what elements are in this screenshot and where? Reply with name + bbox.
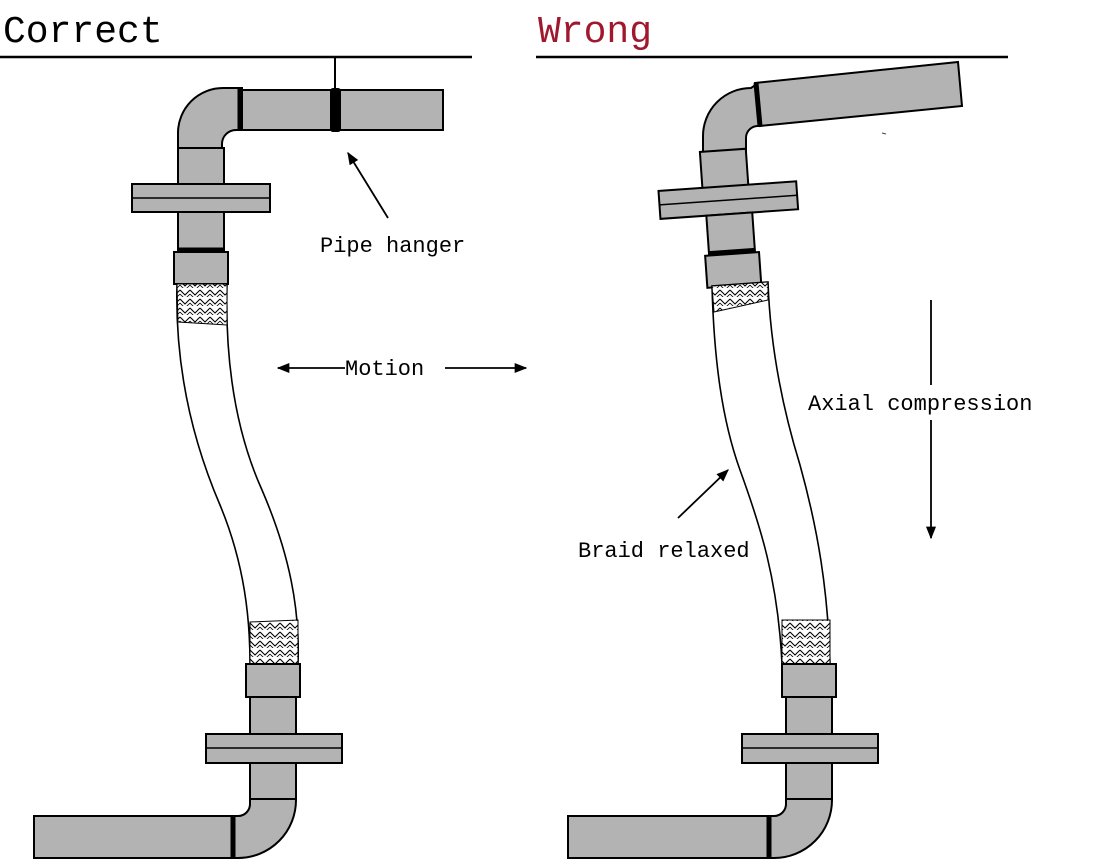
bottom-elbow bbox=[231, 798, 297, 859]
hanger-clamp bbox=[330, 88, 341, 132]
wrong-top-braid bbox=[711, 281, 769, 313]
wrong-top-pipe bbox=[753, 60, 964, 128]
wrong-top-elbow bbox=[702, 82, 762, 156]
bottom-stub-pipe bbox=[249, 762, 297, 800]
braid-relaxed-label: Braid relaxed bbox=[578, 539, 750, 564]
wrong-top-nipple-weld bbox=[708, 247, 756, 257]
correct-flex-hose bbox=[176, 283, 300, 665]
wrong-bottom-braid bbox=[781, 619, 831, 665]
axial-compression-label: Axial compression bbox=[808, 392, 1032, 417]
top-nipple bbox=[177, 211, 225, 253]
bottom-nipple bbox=[249, 696, 297, 736]
top-ferrule bbox=[173, 251, 229, 285]
wrong-bottom-nipple bbox=[785, 696, 833, 736]
braid-relaxed-pointer bbox=[677, 469, 729, 519]
top-elbow bbox=[177, 87, 243, 149]
wrong-bottom-pipe bbox=[567, 815, 771, 859]
correct-top-braid bbox=[176, 283, 228, 326]
wrong-top-flange-split bbox=[659, 194, 798, 206]
wrong-panel: Wrong Axial compre bbox=[536, 11, 1032, 859]
bottom-pipe bbox=[33, 815, 235, 859]
wrong-bottom-elbow bbox=[767, 798, 833, 859]
wrong-flex-hose bbox=[711, 281, 831, 665]
top-stub-pipe bbox=[177, 147, 225, 187]
correct-panel: Correct Pipe hanger bbox=[0, 11, 528, 859]
bottom-ferrule bbox=[245, 663, 301, 698]
motion-label: Motion bbox=[345, 357, 424, 382]
correct-bottom-braid bbox=[249, 619, 299, 665]
pipe-hanger-pointer bbox=[347, 151, 389, 219]
wrong-top-elbow-weld bbox=[753, 82, 763, 127]
wrong-stray-mark bbox=[881, 132, 887, 135]
top-pipe bbox=[239, 89, 444, 131]
wrong-bottom-stub-pipe bbox=[785, 762, 833, 800]
wrong-title: Wrong bbox=[538, 11, 652, 54]
wrong-top-stub-pipe bbox=[698, 147, 750, 191]
wrong-bottom-ferrule bbox=[781, 663, 837, 698]
pipe-hanger-label: Pipe hanger bbox=[320, 234, 465, 259]
correct-title: Correct bbox=[3, 11, 163, 54]
